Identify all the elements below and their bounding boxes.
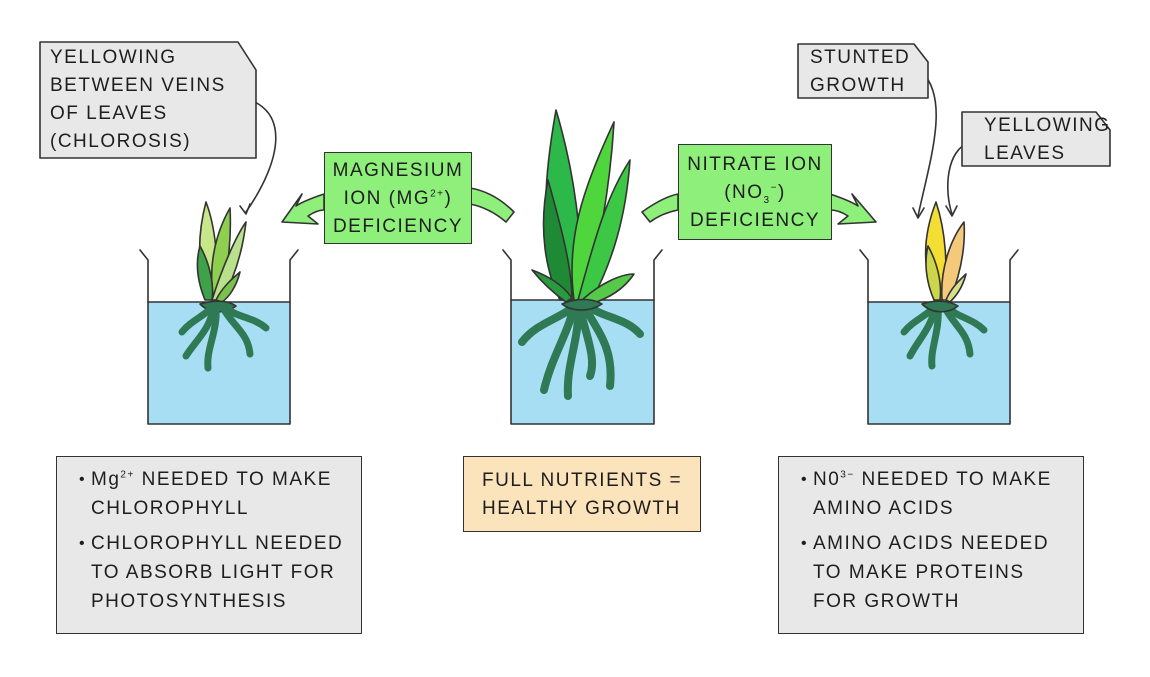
full-nutrients-line: FULL NUTRIENTS = — [482, 470, 683, 491]
right-root-crown — [921, 300, 959, 313]
mg-box-line1: MAGNESIUM — [332, 160, 464, 181]
no3-box-line1: NITRATE ION — [687, 154, 823, 175]
right-plant-leaves — [924, 201, 967, 303]
no3-box-line3: DEFICIENCY — [689, 210, 821, 231]
nitrate-deficiency-box: NITRATE ION (NO3−) DEFICIENCY — [678, 144, 832, 240]
mg-box-close-paren: ) — [444, 188, 453, 209]
no3-info-bullet-2-line: TO MAKE PROTEINS — [813, 562, 1025, 583]
left-symptom-line: OF LEAVES — [50, 103, 168, 124]
no3-info-bullet-1: N03− NEEDED TO MAKE AMINO ACIDS — [801, 465, 1071, 523]
left-beaker — [139, 249, 299, 425]
no3-symbol: N0 — [813, 469, 841, 490]
yellowing-line: YELLOWING — [984, 115, 1111, 136]
no3-info-bullet-1-line2: AMINO ACIDS — [813, 498, 955, 519]
mg-info-bullet-1-line2: CHLOROPHYLL — [91, 498, 249, 519]
nitrate-info-box: N03− NEEDED TO MAKE AMINO ACIDS AMINO AC… — [778, 456, 1084, 634]
mg-symbol: Mg — [91, 469, 121, 490]
mg-info-bullet-2-line: PHOTOSYNTHESIS — [91, 591, 287, 612]
no3-info-needed-text: NEEDED TO MAKE — [854, 469, 1052, 490]
magnesium-info-box: Mg2+ NEEDED TO MAKE CHLOROPHYLL CHLOROPH… — [56, 456, 362, 634]
no3-info-bullet-2: AMINO ACIDS NEEDED TO MAKE PROTEINS FOR … — [801, 529, 1071, 616]
mg-box-line3: DEFICIENCY — [332, 216, 464, 237]
mg-box-line2: ION (Mg2+) — [325, 185, 471, 213]
mg-info-bullet-1: Mg2+ NEEDED TO MAKE CHLOROPHYLL — [79, 465, 349, 523]
left-symptom-line: YELLOWING — [50, 47, 177, 68]
mg-box-charge: 2+ — [430, 188, 445, 200]
mg-info-bullet-2-line: CHLOROPHYLL NEEDED — [91, 533, 344, 554]
no3-charge: 3− — [840, 469, 855, 481]
center-plant-leaves — [531, 109, 635, 305]
mg-info-bullet-2: CHLOROPHYLL NEEDED TO ABSORB LIGHT FOR P… — [79, 529, 349, 616]
left-root-strands — [178, 302, 270, 372]
stunted-growth-tag: STUNTED GROWTH — [810, 44, 920, 100]
mg-info-bullet-1-line1: Mg2+ NEEDED TO MAKE — [91, 465, 349, 494]
no3-box-close-paren: ) — [777, 182, 786, 203]
left-symptom-line: (CHLOROSIS) — [50, 131, 192, 152]
yellowing-line: LEAVES — [984, 143, 1066, 164]
stunted-line: GROWTH — [810, 75, 906, 96]
no3-box-ion-text: (NO — [724, 182, 764, 203]
full-nutrients-line: HEALTHY GROWTH — [482, 498, 681, 519]
mg-box-ion-text: ION (Mg — [343, 188, 431, 209]
center-root-crown — [561, 298, 603, 311]
no3-info-bullet-2-line: FOR GROWTH — [813, 591, 960, 612]
mg-info-bullet-2-line: TO ABSORB LIGHT FOR — [91, 562, 336, 583]
symptom-pointer-lines — [239, 71, 971, 219]
magnesium-deficiency-box: MAGNESIUM ION (Mg2+) DEFICIENCY — [324, 152, 472, 244]
left-symptom-line: BETWEEN VEINS — [50, 75, 226, 96]
tag-shapes — [39, 41, 1111, 167]
mg-info-needed-text: NEEDED TO MAKE — [134, 469, 332, 490]
full-nutrients-box: FULL NUTRIENTS = HEALTHY GROWTH — [463, 456, 701, 532]
no3-info-bullet-2-line: AMINO ACIDS NEEDED — [813, 533, 1050, 554]
mg-charge: 2+ — [120, 469, 135, 481]
center-root-strands — [518, 302, 644, 400]
no3-box-line2: (NO3−) — [679, 179, 831, 207]
yellowing-leaves-tag: YELLOWING LEAVES — [984, 112, 1111, 168]
no3-box-subscript: 3 — [763, 194, 771, 206]
left-symptom-tag: YELLOWING BETWEEN VEINS OF LEAVES (CHLOR… — [50, 44, 246, 156]
left-plant-leaves — [196, 201, 247, 303]
stunted-line: STUNTED — [810, 47, 911, 68]
no3-box-charge: − — [770, 182, 778, 194]
no3-info-bullet-1-line1: N03− NEEDED TO MAKE — [813, 465, 1071, 494]
